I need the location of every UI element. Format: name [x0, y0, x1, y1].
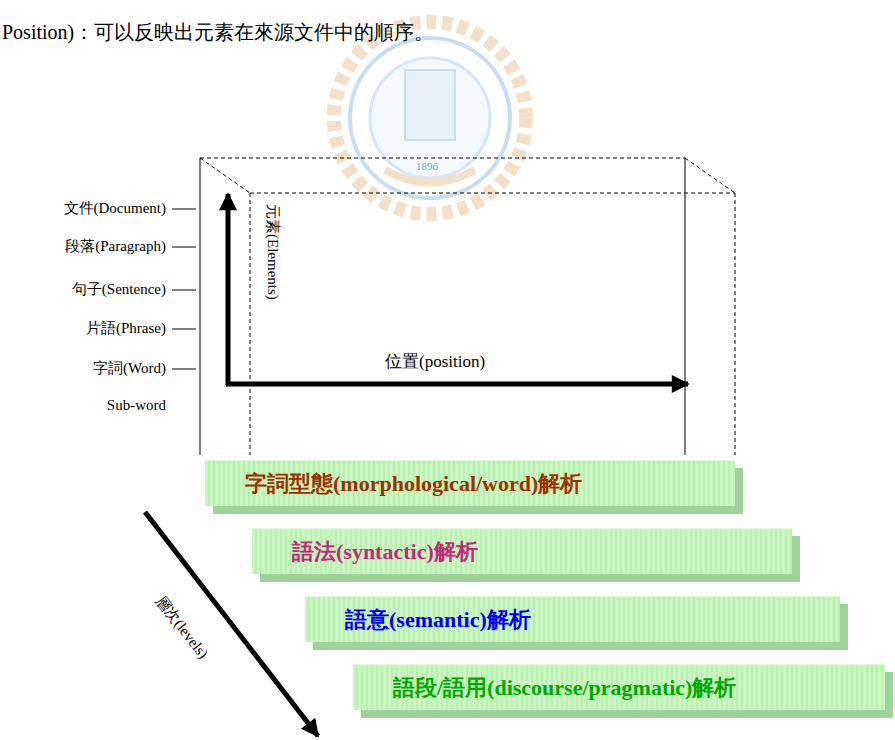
axis-title: 元素(Elements): [264, 204, 282, 300]
axis-label: 字詞(Word): [93, 359, 166, 377]
elements-axis-arrow: [226, 194, 231, 385]
level-title: 語法(syntactic)解析: [252, 529, 792, 575]
axis-title: 層次(levels): [152, 592, 212, 662]
axis-label: 段落(Paragraph): [65, 237, 166, 255]
university-logo-watermark: [334, 22, 526, 214]
analysis-level-slab: 語意(semantic)解析: [305, 596, 840, 642]
heading-note: Position)：可以反映出元素在來源文件中的順序。: [2, 20, 434, 44]
level-title: 語意(semantic)解析: [305, 597, 840, 643]
analysis-level-slab: 字詞型態(morphological/word)解析: [205, 460, 735, 506]
axis-label: 文件(Document): [64, 199, 166, 217]
logo-year: 1896: [416, 160, 438, 173]
axis-label: Sub-word: [107, 396, 166, 414]
level-title: 字詞型態(morphological/word)解析: [205, 461, 735, 507]
axis-label: 句子(Sentence): [72, 280, 166, 298]
axis-ticks: [172, 209, 196, 369]
dimension-box: [200, 158, 735, 455]
axis-title: 位置(position): [385, 352, 485, 372]
analysis-level-slab: 語法(syntactic)解析: [252, 528, 792, 574]
analysis-level-slab: 語段/語用(discourse/pragmatic)解析: [353, 664, 885, 710]
level-title: 語段/語用(discourse/pragmatic)解析: [353, 665, 885, 711]
axis-label: 片語(Phrase): [86, 319, 166, 337]
position-axis-arrow: [226, 382, 688, 387]
